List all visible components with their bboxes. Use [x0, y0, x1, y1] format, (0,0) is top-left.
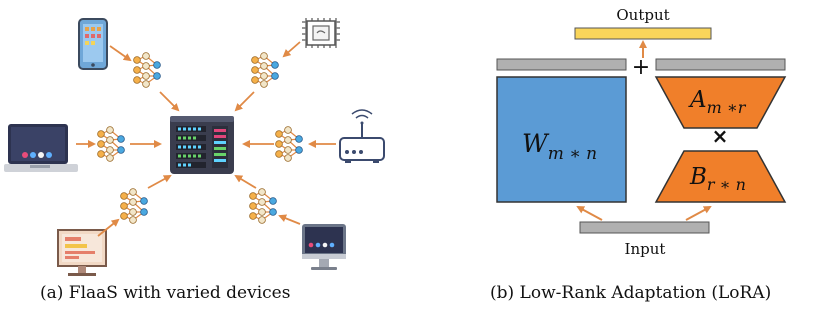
a-matrix-block	[654, 76, 787, 129]
neural-net-icon	[96, 125, 126, 163]
b-matrix-block	[654, 150, 787, 203]
b-matrix-label: Br ∗ n	[689, 164, 746, 194]
neural-net-icon	[119, 188, 148, 225]
times-symbol: ×	[712, 124, 729, 148]
input-arrow-w	[576, 206, 603, 221]
server-icon	[170, 116, 234, 174]
w-matrix-label: Wm ∗ n	[522, 129, 597, 164]
neural-net-icon	[133, 51, 161, 89]
neural-net-icon	[275, 125, 303, 163]
input-label: Input	[625, 240, 666, 258]
flow-arrows	[76, 41, 336, 237]
smartphone-icon	[78, 18, 108, 70]
a-matrix-label: Am ∗r	[688, 87, 747, 117]
caption-a: (a) FlaaS with varied devices	[40, 283, 291, 303]
desktop-monitor-icon	[57, 229, 107, 276]
neural-net-icon	[249, 188, 277, 225]
neural-net-icon	[251, 51, 279, 89]
input-bar	[579, 221, 710, 234]
input-arrow-lora	[685, 206, 712, 221]
output-label: Output	[616, 6, 669, 24]
plus-symbol: +	[632, 55, 650, 80]
router-icon	[339, 109, 385, 163]
laptop-icon	[4, 124, 78, 172]
lora-output-bar	[655, 58, 786, 71]
figure-b: Output + Wm ∗ n Am ∗r × Br ∗ n Input	[496, 6, 787, 258]
caption-b: (b) Low-Rank Adaptation (LoRA)	[490, 283, 772, 303]
w-matrix-block	[496, 76, 627, 203]
imac-icon	[302, 224, 346, 270]
output-bar	[574, 27, 712, 40]
figure-a	[4, 18, 385, 276]
w-output-bar	[496, 58, 627, 71]
chip-icon	[302, 18, 340, 48]
